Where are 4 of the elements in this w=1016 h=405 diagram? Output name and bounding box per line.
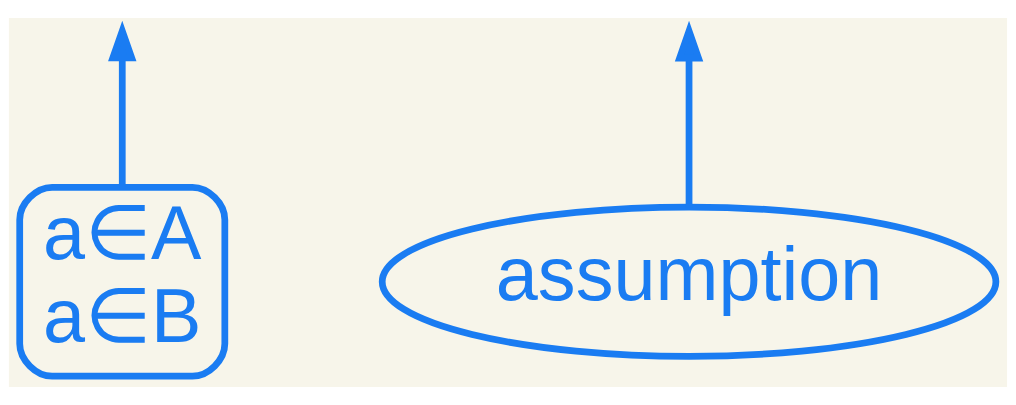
node-box: a∈A a∈B [16,183,229,380]
arrow [108,20,137,187]
arrow [674,20,704,208]
node-ellipse: assumption [378,203,1000,360]
